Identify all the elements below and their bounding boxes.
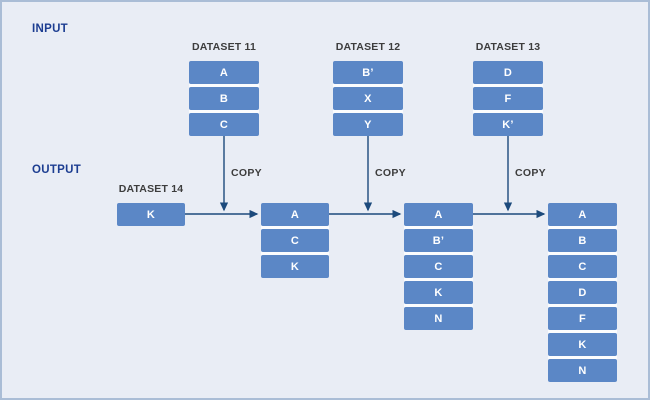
dataset-item: C (404, 255, 473, 278)
dataset-item: D (473, 61, 543, 84)
dataset-item: N (404, 307, 473, 330)
dataset-item: K (117, 203, 185, 226)
dataset-title: DATASET 13 (475, 41, 541, 53)
dataset-item: A (189, 61, 259, 84)
copy-label-1: COPY (231, 167, 262, 179)
dataset-item: K (404, 281, 473, 304)
dataset-item: K (548, 333, 617, 356)
dataset-item: N (548, 359, 617, 382)
output-dataset-14: DATASET 14 K (117, 183, 185, 226)
dataset-item: X (333, 87, 403, 110)
copy-label-2: COPY (375, 167, 406, 179)
dataset-item: C (189, 113, 259, 136)
input-section-label: INPUT (32, 23, 68, 35)
dataset-title: DATASET 14 (118, 183, 184, 195)
dataset-item: B (189, 87, 259, 110)
dataset-item: K (261, 255, 329, 278)
dataset-item: F (473, 87, 543, 110)
dataset-item: B (548, 229, 617, 252)
output-section-label: OUTPUT (32, 164, 82, 176)
dataset-item: A (261, 203, 329, 226)
dataset-item: A (404, 203, 473, 226)
dataset-item: Y (333, 113, 403, 136)
dataset-item: F (548, 307, 617, 330)
dataset-item: B’ (404, 229, 473, 252)
copy-label-3: COPY (515, 167, 546, 179)
dataset-item: K’ (473, 113, 543, 136)
dataset-item: A (548, 203, 617, 226)
dataset-item: B’ (333, 61, 403, 84)
dataset-title: DATASET 12 (335, 41, 401, 53)
dataset-title: DATASET 11 (191, 41, 257, 53)
dataset-item: C (261, 229, 329, 252)
dataset-item: D (548, 281, 617, 304)
dataset-item: C (548, 255, 617, 278)
dataset-stack: K (117, 203, 185, 226)
